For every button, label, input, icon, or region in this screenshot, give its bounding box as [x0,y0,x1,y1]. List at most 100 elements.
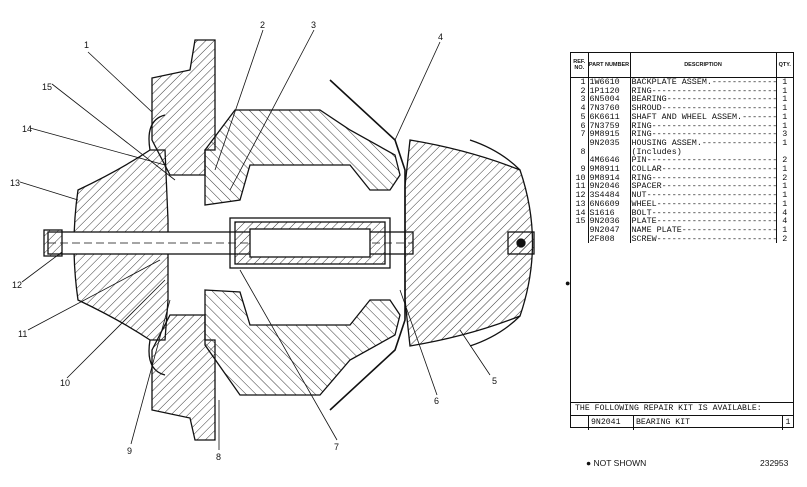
callout-14: 14 [22,124,32,134]
cell-ref: 12 [571,191,589,200]
repair-kit-section: THE FOLLOWING REPAIR KIT IS AVAILABLE: 9… [571,402,793,430]
turbocharger-section-drawing: 1 2 3 4 5 6 7 8 9 10 11 12 13 14 15 [10,20,535,462]
cell-part: 3S4484 [588,191,631,200]
cell-ref: 9 [571,165,589,174]
cell-ref [571,156,589,166]
cell-desc: SHAFT AND WHEEL ASSEM.-------- [630,112,777,122]
cell-qty: 1 [782,95,788,105]
cell-part: 7N3759 [588,121,631,131]
turbine-wheel [404,139,534,347]
cell-part: 9N2046 [588,182,631,192]
cell-qty [776,148,793,157]
cell-desc: HOUSING ASSEM.---------------- [630,138,777,148]
cell-ref: 15 [571,217,589,226]
cell-ref [571,234,589,244]
cell-desc: BACKPLATE ASSEM.-------------- [630,77,777,87]
cell-part: 1W6610 [588,77,631,87]
header-qty: QTY. [776,53,793,78]
cell-ref: 6 [571,121,589,131]
cell-qty: 4 [782,208,788,218]
callout-11: 11 [18,329,27,339]
cell-part: 9N2036 [588,217,631,226]
cell-desc: RING-------------------------- [630,86,777,96]
table-row: 8(Includes) [571,147,793,157]
cell-desc: SPACER------------------------ [630,182,777,192]
header-part-number: PART NUMBER [588,53,631,78]
not-shown-label: NOT SHOWN [593,458,647,468]
cell-qty: 1 [782,165,788,174]
callout-1: 1 [84,40,89,50]
callout-10: 10 [60,378,70,388]
cell-part: 2F808 [588,234,631,244]
cell-desc: RING-------------------------- [630,173,777,183]
callout-5: 5 [492,376,497,386]
not-shown-bullet: ● [586,458,592,468]
cell-desc: BOLT-------------------------- [630,208,777,218]
cell-part: 6N5004 [588,95,631,105]
cell-desc: RING-------------------------- [630,121,777,131]
callout-3: 3 [311,20,316,30]
cell-part: 1P1120 [588,86,631,96]
callout-12: 12 [12,280,22,290]
cell-part: 9N2047 [588,225,631,235]
cell-desc: SCREW------------------------- [630,234,777,244]
cell-desc: SHROUD------------------------ [630,104,777,113]
cell-desc: NUT--------------------------- [630,191,777,200]
cell-qty: 1 [782,191,788,200]
cell-desc: WHEEL------------------------- [630,199,777,209]
cell-part: S1616 [588,208,631,218]
callout-7: 7 [334,442,339,452]
cell-qty: 1 [782,182,788,192]
center-housing [204,109,401,206]
cell-part: 9M8914 [588,173,631,183]
cell-qty: 1 [782,104,788,113]
repair-kit-row: 9N2041 BEARING KIT 1 [571,416,793,430]
cell-part: 9M8911 [588,165,631,174]
repair-kit-title: THE FOLLOWING REPAIR KIT IS AVAILABLE: [571,403,793,416]
cell-ref: 10 [571,173,589,183]
header-description: DESCRIPTION [630,53,777,78]
cell-desc: COLLAR------------------------ [630,165,777,174]
cell-desc: BEARING----------------------- [630,95,777,105]
cell-qty: 1 [782,225,788,235]
cell-qty: 1 [782,138,788,148]
cell-part: 4M6646 [588,156,631,166]
cell-desc: (Includes) [630,147,777,157]
cell-ref [571,138,589,148]
cell-part: 7N3760 [588,104,631,113]
cell-desc: NAME PLATE-------------------- [630,225,777,235]
cell-ref: 4 [571,104,589,113]
cell-desc: RING-------------------------- [630,130,777,139]
callout-4: 4 [438,32,443,42]
cell-qty: 1 [782,112,788,122]
cell-part: 9N2035 [588,138,631,148]
cell-qty: 1 [782,86,788,96]
cell-ref: 5 [571,112,589,122]
callout-15: 15 [42,82,52,92]
callout-9: 9 [127,446,132,456]
cell-part [588,147,631,157]
repair-kit-desc: BEARING KIT [634,416,783,430]
cell-qty: 4 [782,217,788,226]
cell-part: 6K6611 [588,112,631,122]
cell-ref: 2 [571,86,589,96]
cell-ref: 7 [571,130,589,139]
